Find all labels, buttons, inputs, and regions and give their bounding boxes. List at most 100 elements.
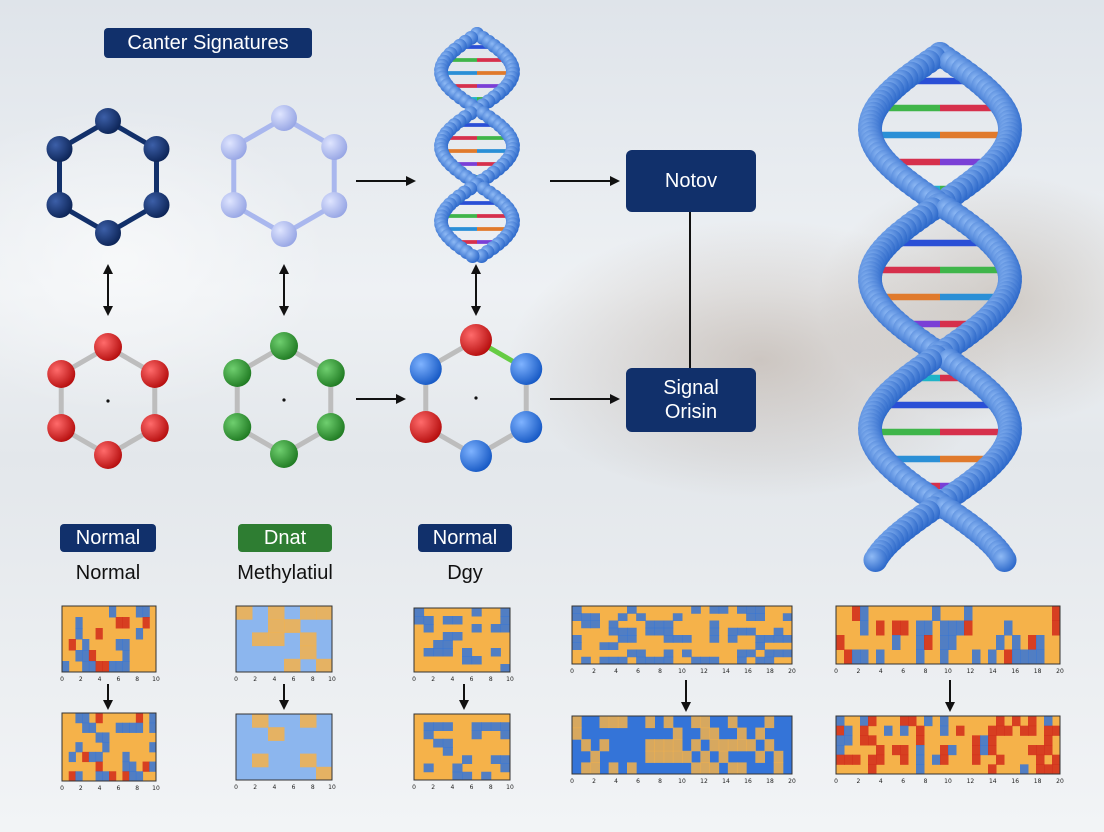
heatmap-cell [617, 627, 628, 636]
heatmap-cell [672, 613, 683, 621]
atom [316, 359, 345, 387]
atom [143, 192, 170, 218]
heatmap-cell [122, 650, 130, 662]
heatmap-cell [268, 727, 285, 741]
heatmap-cell [988, 764, 997, 775]
heatmap-cell [948, 745, 957, 756]
heatmap-cell [572, 613, 582, 621]
heatmap-cell [129, 722, 137, 733]
heatmap-tick-label: 6 [901, 778, 905, 785]
heatmap-cell [980, 745, 989, 756]
heatmap-cell [709, 762, 720, 775]
heatmap-cell [442, 632, 453, 641]
heatmap-tick-label: 8 [135, 676, 139, 683]
heatmap-cell [82, 650, 90, 662]
normal-tag-1: Normal [60, 524, 156, 552]
heatmap-cell [608, 656, 619, 665]
heatmap-cell [844, 649, 853, 665]
heatmap-cell [68, 751, 76, 763]
heatmap-cell [109, 771, 117, 782]
heatmap-tick-label: 2 [431, 676, 435, 683]
heatmap-cell [300, 753, 317, 768]
heatmap-cell [844, 754, 853, 765]
heatmap-cell [1052, 606, 1061, 621]
heatmap-cell [581, 739, 591, 752]
heatmap-cell [423, 763, 434, 773]
heatmap-cell [645, 627, 655, 636]
heatmap-cell [948, 620, 957, 636]
heatmap-cell [672, 635, 683, 643]
heatmap-cell [462, 771, 473, 781]
atom [271, 221, 297, 247]
heatmap-cell [82, 639, 90, 651]
heatmap-cell [300, 606, 317, 620]
heatmap-cell [654, 739, 665, 752]
heatmap-cell [663, 635, 674, 643]
heatmap-tick-label: 20 [1056, 778, 1064, 785]
heatmap-tick-label: 10 [944, 778, 952, 785]
heatmap-cell [948, 635, 957, 650]
heatmap-cell [868, 735, 877, 746]
heatmap-tick-label: 4 [98, 676, 102, 683]
atom [460, 440, 492, 472]
heatmap-cell [737, 739, 747, 752]
heatmap-cell [836, 716, 845, 727]
heatmap-cell [471, 730, 482, 740]
heatmap-cell [682, 750, 692, 763]
heatmap-cell [142, 761, 150, 772]
heatmap-cell [691, 716, 701, 729]
heatmap-cell [581, 656, 591, 665]
heatmap-cell [236, 606, 253, 620]
heatmap-tick-label: 0 [412, 676, 416, 683]
heatmap-cell [727, 762, 738, 775]
heatmap-cell [115, 639, 123, 651]
heatmap-tick-label: 0 [570, 668, 574, 675]
heatmap-cell [572, 716, 582, 729]
heatmap-tick-label: 8 [311, 784, 315, 791]
heatmap-cell [109, 661, 117, 673]
heatmap-cell [773, 750, 784, 763]
heatmap-cell [1036, 764, 1045, 775]
heatmap-cell [940, 745, 949, 756]
heatmap-cell [1028, 649, 1037, 665]
atom [95, 108, 121, 134]
heatmap-cell [718, 739, 729, 752]
heatmap-cell [836, 725, 845, 736]
heatmap-tick-label: 2 [856, 778, 860, 785]
heatmap-tick-label: 12 [700, 668, 708, 675]
heatmap-cell [645, 656, 655, 665]
heatmap-cell [316, 658, 333, 673]
atom [46, 192, 73, 218]
heatmap-cell [300, 645, 317, 660]
heatmap-cell [663, 620, 674, 629]
heatmap-tick-label: 8 [924, 778, 928, 785]
heatmap-cell [572, 606, 582, 614]
navy-hexagon-molecule [46, 108, 170, 246]
heatmap-cell [852, 606, 861, 621]
heatmap-tick-label: 4 [450, 676, 454, 683]
heatmap-cell [82, 722, 90, 733]
heatmap-cell [924, 635, 933, 650]
heatmap-cell [135, 722, 144, 733]
heatmap-tick-label: 6 [116, 785, 120, 792]
heatmap-cell [782, 649, 793, 658]
heatmap-cell [860, 725, 869, 736]
heatmap-cell [900, 716, 909, 727]
heatmap-cell [1004, 620, 1013, 636]
heatmap-cell [755, 606, 765, 614]
heatmap-cell [876, 754, 885, 765]
heatmap-cell [122, 639, 130, 651]
heatmap-cell [300, 632, 317, 647]
heatmap-cell [764, 635, 775, 643]
heatmap-cell [940, 635, 949, 650]
heatmap-cell [663, 750, 674, 763]
heatmap-tick-label: 10 [152, 785, 160, 792]
heatmap-tick-label: 6 [901, 668, 905, 675]
heatmap-cell [590, 620, 600, 629]
heatmap-tick-label: 10 [678, 668, 686, 675]
